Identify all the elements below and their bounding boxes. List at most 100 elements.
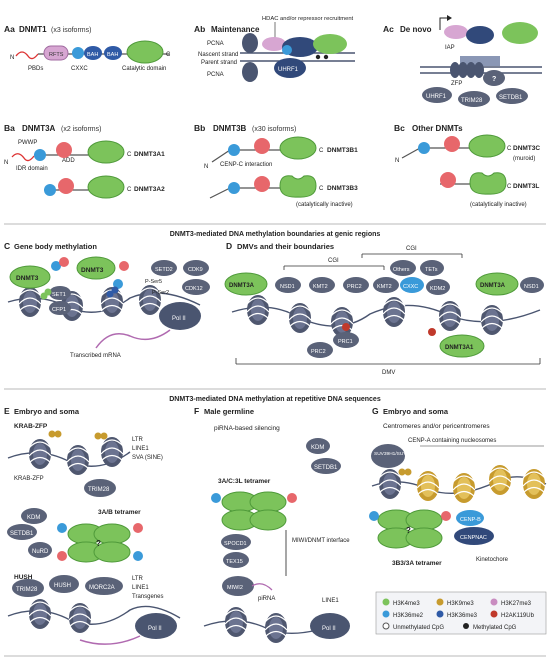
- aa-rfts: RFTS: [49, 52, 64, 58]
- panel-d-letter: D: [226, 241, 232, 251]
- d-others: Others: [393, 267, 410, 273]
- panel-g-letter: G: [372, 406, 379, 416]
- ba-c2: C: [127, 187, 132, 193]
- panel-d: D DMVs and their boundaries CGI CGI DNMT…: [224, 241, 544, 376]
- panel-aa-subtitle: (x3 isoforms): [51, 27, 91, 34]
- cdk9-c: [183, 260, 209, 276]
- c-cdk12: CDK12: [185, 286, 203, 292]
- bah1-domain: [84, 46, 102, 60]
- d-kdm2: KDM2: [430, 286, 445, 292]
- c-mrna: Transcribed mRNA: [70, 353, 121, 359]
- rfts-ab: [262, 37, 286, 51]
- e-pol2: Pol II: [148, 626, 162, 632]
- prc1-d: [333, 332, 359, 348]
- legend-h2ak119ub: H2AK119Ub: [501, 613, 535, 619]
- catalytic-3a1: [87, 140, 125, 164]
- d-tets: TETs: [425, 267, 438, 273]
- g-cenpb: CENP-B: [460, 517, 481, 523]
- cenpnac-g: [454, 527, 494, 545]
- nurd-e: [28, 542, 52, 558]
- catalytic-3b1: [279, 136, 317, 160]
- ab-uhrf1: UHRF1: [278, 67, 299, 73]
- e-morc2a: MORC2A: [89, 585, 115, 591]
- g-cenpnac: CENPNAC: [460, 535, 487, 541]
- d-prc1: PRC1: [338, 339, 353, 345]
- e-krabzfp-title: KRAB-ZFP: [14, 423, 48, 430]
- dnmt3-c-right: [76, 256, 116, 280]
- rfts-ac: [444, 25, 468, 39]
- trim28-ac: [458, 91, 490, 107]
- e-list2-1: LINE1: [132, 585, 149, 591]
- c-set1: SET1: [52, 292, 66, 298]
- panel-ba-title: DNMT3A: [22, 124, 56, 133]
- bb-c2: C: [319, 186, 324, 192]
- setdb1-ac: [496, 88, 528, 104]
- legend-swatch-unmethylated: [382, 622, 390, 630]
- panel-bb: Bb DNMT3B (x30 isoforms) CENP-C interact…: [194, 123, 358, 208]
- panel-g-title: Embryo and soma: [383, 407, 449, 416]
- uhrf1-ac: [422, 87, 452, 103]
- add-3b3: [254, 176, 270, 192]
- pwwp-domain: [34, 149, 46, 161]
- aa-c: C: [166, 52, 171, 58]
- e-hush-title: HUSH: [14, 574, 33, 581]
- bb-n: N: [204, 164, 208, 170]
- panel-bc: Bc Other DNMTs N C DNMT3C (muroid) C DNM…: [394, 123, 540, 208]
- panel-e: E Embryo and soma KRAB-ZFP LTR LINE1 SVA…: [4, 406, 181, 645]
- panel-ab-letter: Ab: [194, 24, 205, 34]
- trim28-e-hush: [12, 579, 44, 597]
- kmt2-d-2: [373, 277, 399, 293]
- ab-parent: Parent strand: [201, 60, 237, 66]
- panel-ac-title: De novo: [400, 25, 432, 34]
- e-list1-0: LTR: [132, 437, 144, 443]
- pol2-c: [159, 302, 201, 330]
- ba-dnmt3a2: DNMT3A2: [134, 186, 165, 193]
- panel-bb-title: DNMT3B: [213, 124, 247, 133]
- set1-c: [49, 286, 71, 300]
- d-dnmt3a-left: DNMT3A: [229, 283, 255, 289]
- dnmt3a-d-right: [475, 272, 519, 296]
- panel-bc-letter: Bc: [394, 123, 405, 133]
- d-dmv: DMV: [382, 370, 395, 376]
- bb-cenpc: CENP-C interaction: [220, 162, 272, 168]
- kdm-e: [21, 508, 47, 524]
- c-pol2: Pol II: [172, 316, 186, 322]
- nsd1-d-left: [275, 277, 301, 293]
- c-dnmt3-1: DNMT3: [16, 275, 39, 282]
- uhrf1-ab: [274, 58, 306, 78]
- legend-swatch-methylated: [463, 623, 469, 629]
- panel-e-letter: E: [4, 406, 10, 416]
- nsd1-d-right: [520, 277, 544, 293]
- legend-swatch-h2ak119ub: [490, 610, 498, 618]
- bc-c1: C: [507, 146, 512, 152]
- ac-iap: IAP: [445, 45, 455, 51]
- panel-c-title: Gene body methylation: [14, 242, 97, 251]
- e-list1-1: LINE1: [132, 446, 149, 452]
- legend-h3k36me3: H3K36me3: [447, 613, 478, 619]
- c-cdk9: CDK9: [188, 267, 203, 273]
- catalytic-3b3: [279, 175, 317, 198]
- panel-aa-title: DNMT1: [19, 25, 47, 34]
- f-tex15: TEX15: [226, 559, 243, 565]
- ab-nascent: Nascent strand: [198, 52, 238, 58]
- dnmt3-c-left: [9, 265, 51, 289]
- f-pirna: piRNA: [258, 596, 275, 602]
- e-trim28-hush: TRIM28: [16, 587, 38, 593]
- bb-dnmt3b3: DNMT3B3: [327, 185, 358, 192]
- prc2-d-bottom: [307, 342, 333, 358]
- bc-muroid: (muroid): [513, 156, 535, 162]
- e-trim28: TRIM28: [88, 487, 110, 493]
- miwi2-f: [222, 576, 254, 596]
- panel-c: C Gene body methylation DNMT3 DNMT3 SET1…: [4, 241, 210, 359]
- tex15-f: [223, 552, 249, 568]
- panel-g: G Embryo and soma Centromeres and/or per…: [369, 406, 547, 567]
- e-hush: HUSH: [54, 583, 71, 589]
- g-cenpa: CENP-A containing nucleosomes: [408, 438, 496, 444]
- c-dnmt3-2: DNMT3: [81, 267, 104, 274]
- f-line1: LINE1: [322, 598, 339, 604]
- pol2-f: [310, 613, 350, 639]
- bb-inactive: (catalytically inactive): [296, 202, 353, 208]
- bc-n: N: [395, 158, 399, 164]
- hush-e: [49, 575, 79, 593]
- tets-d: [420, 260, 444, 276]
